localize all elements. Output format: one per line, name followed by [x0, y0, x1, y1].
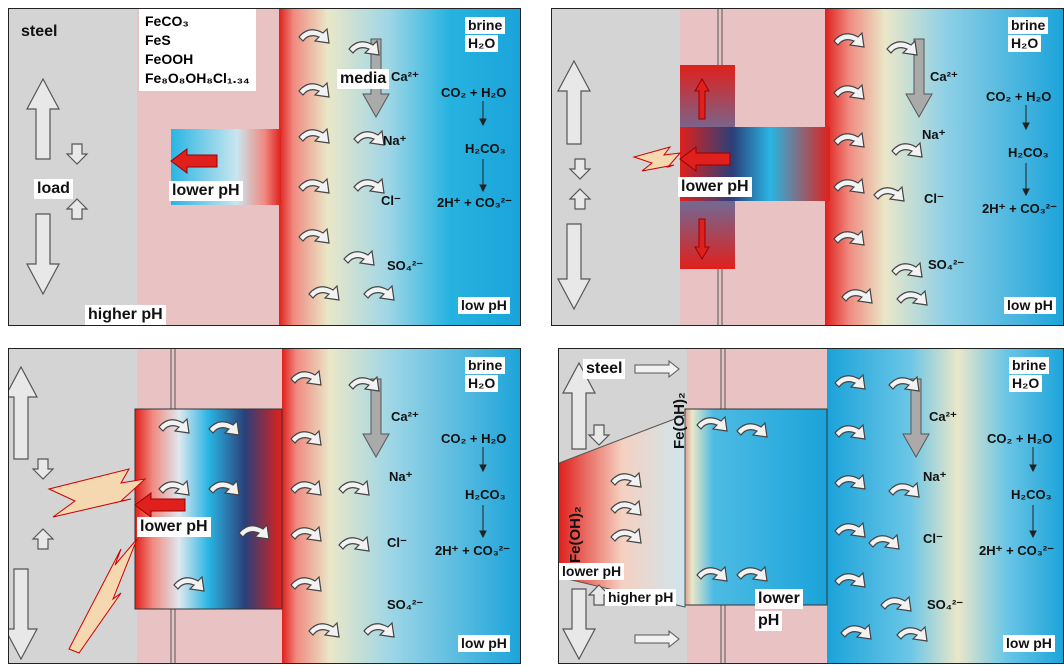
reaction-dissociation: 2H⁺ + CO₃²⁻ [435, 543, 510, 558]
h2o-label: H₂O [465, 375, 499, 393]
media-label: media [337, 69, 390, 89]
reaction-arrows [479, 447, 487, 539]
media-arrow-icon [362, 378, 390, 459]
low-ph-label: low pH [1003, 635, 1055, 653]
h2o-label: H₂O [1009, 375, 1043, 393]
ion-so4: SO₄²⁻ [928, 257, 965, 272]
lower-ph-left-label: lower pH [559, 563, 625, 581]
ion-cl: Cl⁻ [387, 535, 407, 550]
lower-ph-label: lower pH [169, 181, 243, 201]
ion-na: Na⁺ [383, 133, 407, 148]
reaction-co2: CO₂ + H₂O [441, 85, 507, 100]
reaction-dissociation: 2H⁺ + CO₃²⁻ [982, 201, 1057, 216]
lower-ph-label: lower pH [137, 517, 211, 537]
brine-label: brine [1008, 17, 1049, 35]
panel-a: steel FeCO₃ FeS FeOOH Fe₈O₈OH₈Cl₁.₃₄ med… [8, 8, 521, 326]
corrosion-products-list: FeCO₃ FeS FeOOH Fe₈O₈OH₈Cl₁.₃₄ [139, 9, 256, 91]
steel-label: steel [583, 359, 626, 379]
steel-label: steel [21, 23, 58, 40]
higher-ph-label: higher pH [85, 305, 166, 325]
curl-arrows-icon [610, 373, 928, 642]
reaction-arrows [1022, 105, 1030, 197]
low-ph-label: low pH [458, 635, 510, 653]
ion-na: Na⁺ [922, 127, 946, 142]
ion-so4: SO₄²⁻ [387, 258, 424, 273]
ion-cl: Cl⁻ [924, 191, 944, 206]
brine-label: brine [465, 17, 506, 35]
ion-so4: SO₄²⁻ [387, 597, 424, 612]
load-arrow-icon [562, 361, 611, 661]
ion-ca: Ca²⁺ [391, 409, 419, 424]
reaction-h2co3: H₂CO₃ [465, 141, 506, 156]
low-ph-label: low pH [1004, 297, 1056, 315]
reaction-dissociation: 2H⁺ + CO₃²⁻ [979, 543, 1054, 558]
panel-c: lower pH brine H₂O Ca²⁺ Na⁺ Cl⁻ SO₄²⁻ CO… [8, 348, 521, 664]
reaction-co2: CO₂ + H₂O [441, 431, 507, 446]
media-arrow-icon [902, 378, 930, 459]
load-label: load [34, 179, 73, 199]
fe-oh2-wedge [559, 414, 686, 608]
brine-region [279, 9, 520, 325]
side-arrows-icon [634, 359, 680, 649]
load-arrow-icon [26, 77, 89, 296]
reaction-h2co3: H₂CO₃ [1008, 145, 1049, 160]
lightning-icon [47, 468, 147, 654]
brine-label: brine [1009, 357, 1050, 375]
ion-ca: Ca²⁺ [930, 69, 958, 84]
red-arrow-icon [170, 148, 218, 174]
product-akaganeite: Fe₈O₈OH₈Cl₁.₃₄ [145, 70, 250, 86]
lightning-icon [632, 146, 682, 172]
panel-d: steel Fe(OH)₂ Fe(OH)₂ lower pH higher pH… [558, 348, 1064, 664]
reaction-co2: CO₂ + H₂O [987, 431, 1053, 446]
ion-na: Na⁺ [923, 469, 947, 484]
product-feco3: FeCO₃ [145, 13, 189, 29]
fe-oh2-lower-label: Fe(OH)₂ [567, 506, 584, 563]
reaction-dissociation: 2H⁺ + CO₃²⁻ [437, 195, 512, 210]
panel-b-drawing [552, 9, 1063, 325]
ion-ca: Ca²⁺ [391, 69, 419, 84]
reaction-arrows [479, 101, 487, 193]
higher-ph-label: higher pH [605, 589, 677, 607]
product-fes: FeS [145, 32, 171, 48]
load-arrow-icon [557, 59, 592, 311]
h2o-label: H₂O [1008, 35, 1042, 53]
fe-oh2-upper-label: Fe(OH)₂ [671, 392, 688, 449]
panel-c-drawing [9, 349, 520, 663]
red-arrow-icon [134, 492, 186, 518]
h2o-label: H₂O [465, 35, 499, 53]
curl-arrows-icon [298, 27, 395, 301]
reaction-co2: CO₂ + H₂O [986, 89, 1052, 104]
crack-arrows-icon [679, 78, 731, 260]
ion-na: Na⁺ [389, 469, 413, 484]
product-feooh: FeOOH [145, 51, 194, 67]
reaction-arrows [1029, 447, 1037, 539]
ion-so4: SO₄²⁻ [927, 597, 964, 612]
lower-ph-label: lower pH [678, 177, 752, 197]
ion-cl: Cl⁻ [381, 193, 401, 208]
lower-ph-line1: lower [755, 589, 803, 609]
ion-ca: Ca²⁺ [929, 409, 957, 424]
steel-region [9, 9, 137, 325]
curl-arrows-icon [158, 369, 395, 638]
reaction-h2co3: H₂CO₃ [465, 487, 506, 502]
ion-cl: Cl⁻ [923, 531, 943, 546]
lower-ph-line2: pH [755, 611, 783, 631]
reaction-h2co3: H₂CO₃ [1011, 487, 1052, 502]
panel-a-drawing [9, 9, 520, 325]
curl-arrows-icon [833, 31, 928, 306]
media-arrow-icon [905, 38, 933, 119]
panel-d-drawing [559, 349, 1063, 663]
brine-label: brine [465, 357, 506, 375]
panel-b: lower pH brine H₂O Ca²⁺ Na⁺ Cl⁻ SO₄²⁻ CO… [551, 8, 1064, 326]
load-arrow-icon [9, 365, 55, 661]
low-ph-label: low pH [458, 297, 510, 315]
